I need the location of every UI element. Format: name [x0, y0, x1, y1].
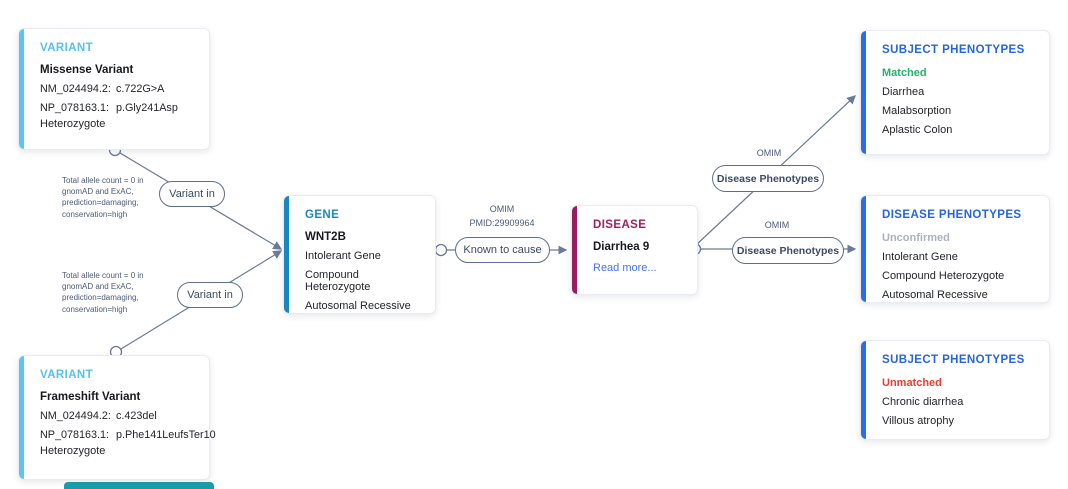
transcript-row: NM_024494.2: c.722G>A	[40, 83, 197, 95]
card-title: SUBJECT PHENOTYPES	[882, 354, 1025, 366]
edge-pill-disease-phenotypes-bottom[interactable]: Disease Phenotypes	[732, 237, 844, 264]
gene-attribute: Autosomal Recessive	[305, 300, 411, 312]
phenotype-item: Villous atrophy	[882, 415, 954, 427]
gene-accent-bar	[284, 196, 289, 313]
phenotype-item: Intolerant Gene	[882, 251, 958, 263]
phenotypes-accent-bar	[861, 31, 866, 154]
phenotypes-accent-bar	[861, 341, 866, 439]
edge-pill-known-to-cause[interactable]: Known to cause	[455, 237, 550, 263]
protein-change: p.Gly241Asp	[116, 102, 178, 114]
edge-pill-variant-in-bottom[interactable]: Variant in	[177, 282, 243, 308]
card-title: GENE	[305, 209, 340, 221]
protein-change: p.Phe141LeufsTer10	[116, 429, 216, 441]
phenotype-item: Chronic diarrhea	[882, 396, 964, 408]
partial-card-top-edge	[64, 482, 214, 489]
gene-symbol: WNT2B	[305, 231, 346, 243]
match-status-badge: Matched	[882, 67, 927, 79]
variant-node-missense[interactable]: VARIANT Missense Variant NM_024494.2: c.…	[18, 28, 210, 150]
cdna-change: c.722G>A	[116, 83, 165, 95]
edge-pill-variant-in-top[interactable]: Variant in	[159, 181, 225, 207]
protein-id: NP_078163.1:	[40, 102, 110, 114]
subject-phenotypes-unmatched-node[interactable]: SUBJECT PHENOTYPES Unmatched Chronic dia…	[860, 340, 1050, 440]
pmid-label: PMID:29909964	[469, 217, 535, 228]
phenotypes-accent-bar	[861, 196, 866, 302]
omim-label: OMIM	[489, 204, 515, 214]
disease-accent-bar	[572, 206, 577, 294]
read-more-link[interactable]: Read more...	[593, 262, 657, 274]
disease-node[interactable]: DISEASE Diarrhea 9 Read more...	[571, 205, 698, 295]
variant-type: Missense Variant	[40, 64, 134, 76]
phenotype-item: Autosomal Recessive	[882, 289, 988, 301]
edge-pill-disease-phenotypes-top[interactable]: Disease Phenotypes	[712, 165, 824, 192]
protein-row: NP_078163.1: p.Gly241Asp	[40, 102, 197, 114]
protein-row: NP_078163.1: p.Phe141LeufsTer10	[40, 429, 216, 441]
phenotype-item: Malabsorption	[882, 105, 952, 117]
zygosity-label: Heterozygote	[40, 445, 106, 457]
subject-phenotypes-source-label: OMIM	[756, 148, 782, 158]
variant-accent-bar	[19, 29, 24, 149]
subject-phenotypes-matched-node[interactable]: SUBJECT PHENOTYPES Matched Diarrhea Mala…	[860, 30, 1050, 155]
card-title: DISEASE	[593, 219, 647, 231]
variant-node-frameshift[interactable]: VARIANT Frameshift Variant NM_024494.2: …	[18, 355, 216, 480]
card-title: SUBJECT PHENOTYPES	[882, 44, 1025, 56]
protein-id: NP_078163.1:	[40, 429, 110, 441]
known-to-cause-source-label: OMIM PMID:29909964	[448, 203, 556, 230]
phenotype-item: Compound Heterozygote	[882, 270, 1005, 282]
card-title: VARIANT	[40, 42, 94, 54]
variant-type: Frameshift Variant	[40, 391, 141, 403]
zygosity-label: Heterozygote	[40, 118, 106, 130]
transcript-id: NM_024494.2:	[40, 83, 111, 95]
connector-dot-gene	[434, 243, 448, 257]
transcript-id: NM_024494.2:	[40, 410, 111, 422]
variant-top-edge-annotation: Total allele count = 0 in gnomAD and ExA…	[62, 176, 144, 219]
card-title: VARIANT	[40, 369, 94, 381]
match-status-badge: Unconfirmed	[882, 232, 950, 244]
phenotype-item: Diarrhea	[882, 86, 925, 98]
disease-phenotypes-source-label: OMIM	[764, 220, 790, 230]
match-status-badge: Unmatched	[882, 377, 942, 389]
gene-attribute: Compound Heterozygote	[305, 269, 371, 293]
gene-node[interactable]: GENE WNT2B Intolerant Gene Compound Hete…	[283, 195, 436, 314]
transcript-row: NM_024494.2: c.423del	[40, 410, 197, 422]
disease-phenotypes-node[interactable]: DISEASE PHENOTYPES Unconfirmed Intoleran…	[860, 195, 1050, 303]
variant-accent-bar	[19, 356, 24, 479]
cdna-change: c.423del	[116, 410, 157, 422]
card-title: DISEASE PHENOTYPES	[882, 209, 1022, 221]
variant-bottom-edge-annotation: Total allele count = 0 in gnomAD and ExA…	[62, 271, 144, 314]
disease-name: Diarrhea 9	[593, 241, 650, 253]
phenotype-item: Aplastic Colon	[882, 124, 953, 136]
gene-attribute: Intolerant Gene	[305, 250, 381, 262]
